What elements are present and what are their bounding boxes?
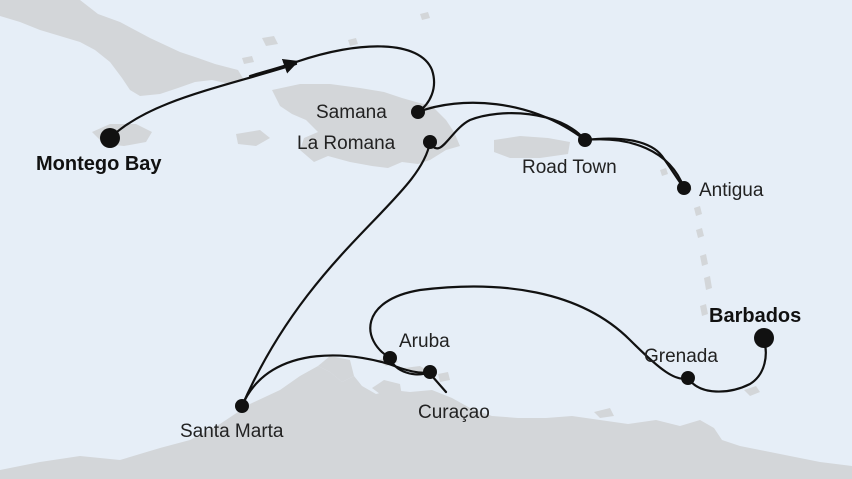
port-marker-samana[interactable] bbox=[411, 105, 425, 119]
lesser-antilles-5 bbox=[704, 276, 712, 290]
label-antigua: Antigua bbox=[699, 180, 764, 201]
label-santa-marta: Santa Marta bbox=[180, 421, 284, 442]
port-marker-grenada[interactable] bbox=[681, 371, 695, 385]
bonaire-island bbox=[438, 372, 450, 382]
cuba bbox=[0, 0, 244, 96]
port-marker-aruba[interactable] bbox=[383, 351, 397, 365]
hispaniola bbox=[272, 84, 460, 168]
small-island-3 bbox=[348, 38, 358, 46]
port-marker-antigua[interactable] bbox=[677, 181, 691, 195]
route-arrow-segment bbox=[248, 58, 299, 78]
small-island-4 bbox=[420, 12, 430, 20]
route-roadtown-to-laromana bbox=[428, 112, 587, 150]
route-laromana-to-santamarta bbox=[240, 140, 432, 408]
port-labels: Montego Bay Samana La Romana Road Town A… bbox=[36, 102, 801, 442]
route-cont-to-samana bbox=[294, 45, 436, 114]
label-montego-bay: Montego Bay bbox=[36, 153, 162, 175]
curacao-leader-line bbox=[430, 374, 448, 394]
label-curacao: Curaçao bbox=[418, 402, 490, 423]
label-samana: Samana bbox=[316, 102, 387, 123]
small-island-1 bbox=[262, 36, 278, 46]
port-markers bbox=[100, 105, 774, 413]
lesser-antilles-6 bbox=[700, 304, 708, 316]
label-la-romana: La Romana bbox=[297, 133, 396, 154]
margarita-island bbox=[594, 408, 614, 418]
guajira bbox=[318, 356, 354, 382]
puerto-rico bbox=[494, 136, 570, 158]
lesser-antilles-7 bbox=[660, 168, 668, 176]
route-grenada-to-barbados bbox=[686, 338, 767, 393]
port-marker-santa-marta[interactable] bbox=[235, 399, 249, 413]
port-marker-la-romana[interactable] bbox=[423, 135, 437, 149]
port-marker-road-town[interactable] bbox=[578, 133, 592, 147]
label-grenada: Grenada bbox=[644, 346, 718, 367]
south-america bbox=[0, 366, 852, 479]
route-santamarta-to-curacao bbox=[240, 354, 432, 408]
port-marker-curacao[interactable] bbox=[423, 365, 437, 379]
lesser-antilles-4 bbox=[700, 254, 708, 266]
route-montego-to-samana bbox=[108, 62, 298, 140]
port-marker-montego-bay[interactable] bbox=[100, 128, 120, 148]
port-marker-barbados[interactable] bbox=[754, 328, 774, 348]
route-aruba-to-grenada bbox=[369, 285, 690, 380]
small-island-2 bbox=[242, 56, 254, 64]
tobago bbox=[744, 386, 760, 396]
route-antigua-to-roadtown bbox=[583, 138, 686, 190]
label-aruba: Aruba bbox=[399, 331, 450, 352]
label-road-town: Road Town bbox=[522, 157, 617, 178]
lesser-antilles-3 bbox=[696, 228, 704, 238]
gonave bbox=[236, 130, 270, 146]
label-barbados: Barbados bbox=[709, 305, 801, 327]
paraguana bbox=[372, 380, 402, 400]
lesser-antilles-2 bbox=[694, 206, 702, 216]
